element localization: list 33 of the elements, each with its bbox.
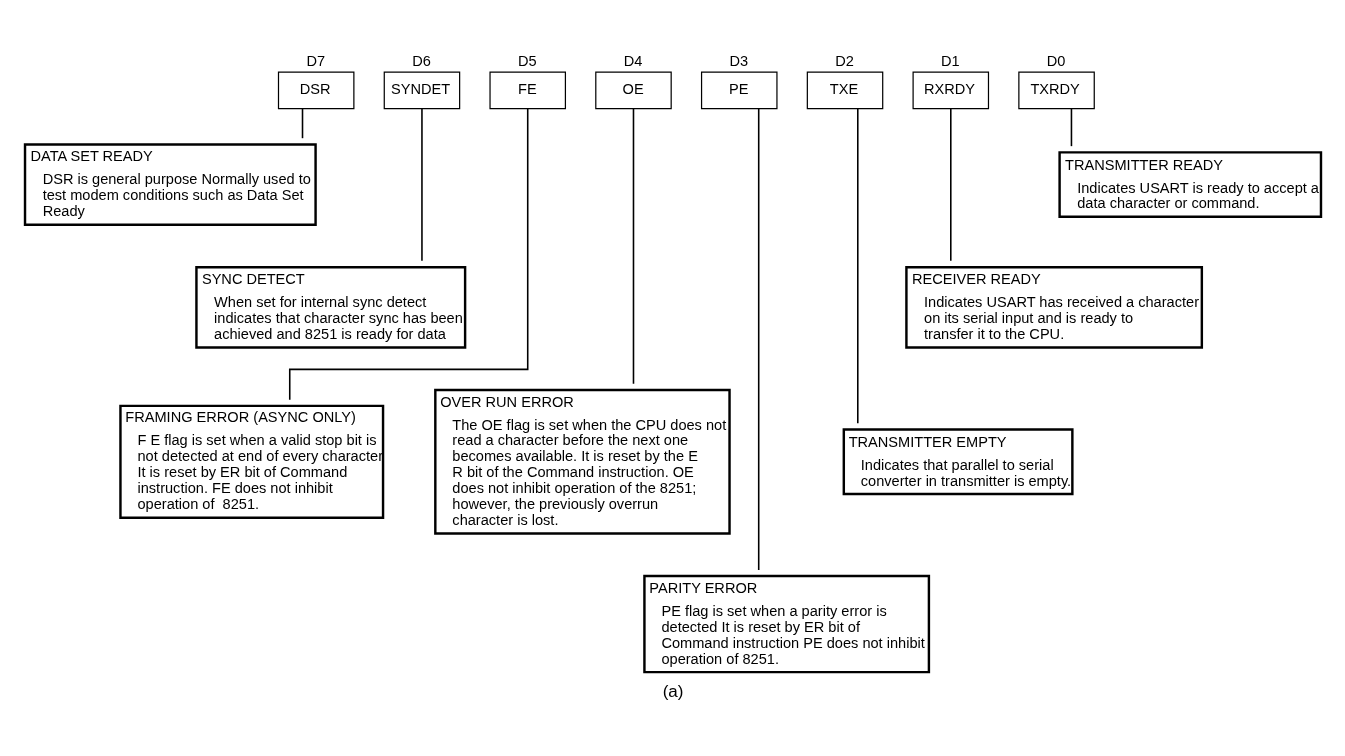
connector: [301, 107, 303, 139]
node-box: TXE: [806, 71, 883, 109]
caption: (a): [662, 681, 683, 701]
node-box: OVER RUN ERROR The OE flag is set when the CPU does not read a character before the next one becomes available. It is reset by the E R bit of the Command instruction. OE does not inhibit operation of the 8251; however, the previously overrun character is lost.: [433, 388, 731, 535]
node-label: D7: [305, 52, 325, 69]
node-box: SYNDET: [383, 71, 460, 109]
node-label: D3: [729, 52, 748, 69]
node-label: D0: [1046, 52, 1065, 69]
node-box: PARITY ERROR PE flag is set when a parity error is detected It is reset by ER bit of Command instruction PE does not inhibit operation of 8251.: [642, 574, 930, 673]
connector: [1070, 107, 1072, 147]
connector: [949, 107, 952, 262]
node-box: FRAMING ERROR (ASYNC ONLY) F E flag is set when a valid stop bit is not detected at end of every character It is reset by ER bit of Command instruction. FE does not inhibit operation of 8251.: [118, 404, 384, 519]
node-label: D2: [834, 52, 854, 69]
connector: [757, 107, 759, 571]
node-box: FE: [488, 71, 566, 109]
node-label: D1: [940, 52, 960, 69]
node-box: OE: [594, 71, 672, 109]
connector: [420, 107, 423, 262]
node-box: TRANSMITTER READY Indicates USART is ready to accept a data character or command.: [1057, 150, 1322, 218]
node-box: DSR: [277, 71, 354, 109]
node-label: D5: [517, 52, 537, 69]
connector: [632, 107, 634, 385]
node-box: DATA SET READY DSR is general purpose Normally used to test modem conditions such as Data Set Ready: [23, 142, 317, 226]
node-box: PE: [700, 71, 778, 109]
node-box: RECEIVER READY Indicates USART has received a character on its serial input and is ready to transfer it to the CPU.: [904, 265, 1203, 349]
node-box: TRANSMITTER EMPTY Indicates that parallel to serial converter in transmitter is empty.: [842, 427, 1074, 495]
node-label: D6: [411, 52, 431, 69]
node-label: D4: [623, 52, 642, 69]
node-box: TXRDY: [1017, 71, 1095, 109]
node-box: SYNC DETECT When set for internal sync detect indicates that character sync has been achieved and 8251 is ready for data: [194, 265, 466, 349]
connector: [288, 107, 528, 400]
connector: [856, 107, 859, 424]
node-box: RXRDY: [912, 71, 989, 109]
